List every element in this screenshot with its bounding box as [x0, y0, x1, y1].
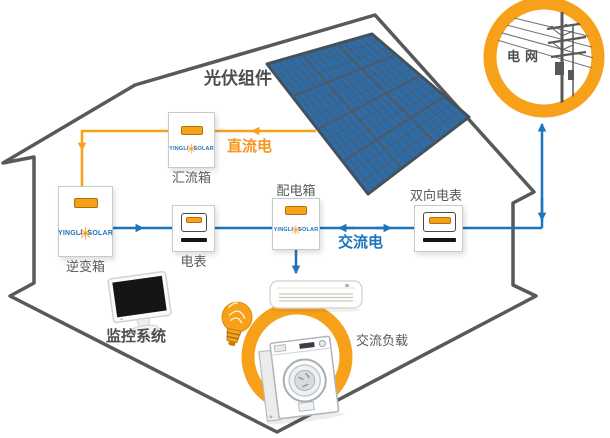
meter-readout	[428, 217, 451, 224]
yingli-sun-icon: ✳	[290, 222, 302, 238]
brand-text: SOLAR	[193, 146, 214, 152]
bidirectional-meter-label: 双向电表	[410, 188, 463, 203]
house-outline	[1, 13, 538, 434]
breaker-bar	[285, 206, 307, 215]
meter-display	[423, 212, 456, 232]
inverter-box-label: 逆变箱	[65, 259, 105, 274]
breaker-bar	[73, 198, 98, 208]
yingli-logo: ✳ YINGLI SOLAR	[57, 225, 114, 242]
monitor-icon	[107, 270, 172, 335]
meter-label: 电表	[180, 254, 207, 269]
distribution-box: ✳ YINGLI SOLAR	[272, 198, 320, 250]
meter-readout	[186, 217, 202, 223]
ac-power-lines	[113, 122, 547, 275]
dc-power-label: 直流电	[227, 138, 273, 155]
yingli-sun-icon: ✳	[78, 224, 93, 243]
inverter-box: ✳ YINGLI SOLAR	[58, 186, 113, 257]
brand-text: SOLAR	[87, 230, 114, 237]
dc-power-lines	[77, 126, 316, 186]
brand-text: YINGLI	[273, 227, 294, 233]
yingli-sun-icon: ✳	[186, 141, 197, 157]
meter-slot	[181, 238, 207, 242]
pv-modules-label: 光伏组件	[204, 69, 272, 88]
meter-slot	[423, 238, 456, 242]
light-bulb-icon	[221, 301, 253, 346]
utility-pole-icon	[495, 12, 593, 104]
meter-box	[172, 205, 215, 252]
combiner-box-label: 汇流箱	[171, 170, 211, 185]
brand-text: YINGLI	[169, 146, 189, 152]
air-conditioner-icon	[269, 280, 363, 313]
power-grid-label: 电网	[507, 49, 544, 64]
breaker-bar	[180, 126, 203, 135]
brand-text: YINGLI	[57, 230, 83, 237]
bidirectional-meter-box	[414, 205, 463, 252]
yingli-logo: ✳ YINGLI SOLAR	[273, 224, 319, 237]
power-grid-circle	[483, 0, 605, 118]
solar-panel-icon	[265, 32, 471, 196]
ac-load-label: 交流负载	[356, 333, 409, 348]
monitoring-system-label: 监控系统	[106, 328, 167, 345]
yingli-logo: ✳ YINGLI SOLAR	[169, 143, 214, 156]
distribution-box-label: 配电箱	[276, 183, 316, 198]
ac-power-label: 交流电	[338, 234, 384, 251]
meter-display	[181, 213, 207, 232]
brand-text: SOLAR	[298, 227, 319, 233]
washing-machine-icon	[258, 335, 346, 425]
combiner-box: ✳ YINGLI SOLAR	[168, 112, 215, 168]
